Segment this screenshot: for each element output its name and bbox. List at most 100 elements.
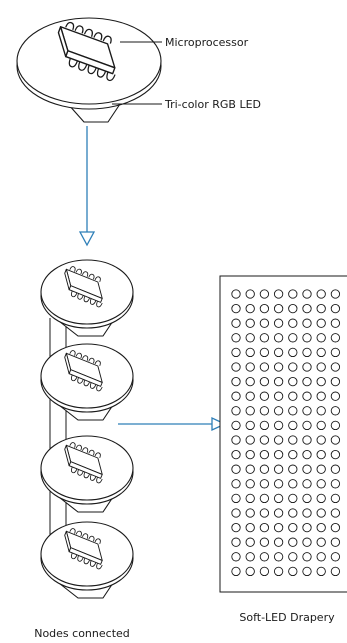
led-dot: [288, 566, 298, 577]
led-dot: [330, 289, 341, 299]
led-dot: [273, 362, 284, 372]
led-dot: [316, 289, 326, 299]
led-dot: [316, 537, 326, 547]
node-1: [40, 259, 134, 337]
led-dot: [302, 552, 312, 562]
led-dot: [273, 537, 284, 547]
nodes-label: Nodes connected: [34, 627, 130, 640]
led-dot: [330, 493, 341, 504]
led-dot: [316, 376, 326, 387]
right-arrow-head: [211, 416, 227, 432]
led-dot: [288, 333, 298, 343]
led-dot: [273, 449, 284, 460]
led-dot: [231, 537, 241, 547]
led-dot: [273, 406, 284, 416]
led-dot: [302, 406, 312, 416]
led-dot: [259, 420, 270, 431]
led-dot: [288, 376, 298, 387]
led-dot: [316, 391, 326, 401]
led-dot: [231, 376, 241, 387]
led-dot: [330, 522, 341, 533]
led-dot: [288, 537, 298, 547]
led-dot: [231, 303, 241, 314]
led-dot: [302, 537, 312, 547]
led-dot: [316, 566, 326, 577]
led-dot: [330, 508, 341, 518]
led-dot: [231, 435, 241, 445]
led-dot: [259, 347, 270, 358]
led-dot: [273, 289, 284, 299]
led-dot: [273, 420, 284, 431]
led-dot: [330, 566, 341, 577]
led-dot: [316, 318, 326, 328]
led-dot: [231, 464, 241, 474]
led-dot: [316, 464, 326, 474]
led-dot: [273, 303, 284, 314]
led-dot: [273, 435, 284, 445]
node-3: [40, 435, 134, 513]
led-dot: [302, 318, 312, 328]
led-dot: [273, 552, 284, 562]
led-dot: [316, 303, 326, 314]
led-dot: [259, 464, 270, 474]
led-dot: [273, 479, 284, 489]
led-dot: [259, 391, 270, 401]
led-dot: [259, 362, 270, 372]
led-dot: [273, 347, 284, 358]
led-dot: [245, 464, 255, 474]
led-dot: [330, 420, 341, 431]
led-dot: [330, 479, 341, 489]
led-dot: [273, 318, 284, 328]
led-dot: [302, 479, 312, 489]
led-dot: [330, 362, 341, 372]
led-dot: [330, 537, 341, 547]
led-dot: [245, 420, 255, 431]
led-dot: [302, 420, 312, 431]
led-dot: [316, 420, 326, 431]
led-dot: [245, 362, 255, 372]
led-dot: [302, 303, 312, 314]
led-dot: [259, 435, 270, 445]
node-2: [40, 343, 134, 421]
led-dot: [245, 449, 255, 460]
led-dot: [302, 566, 312, 577]
led-dot: [231, 566, 241, 577]
led-dot: [316, 449, 326, 460]
led-dot: [231, 289, 241, 299]
led-dot: [330, 318, 341, 328]
led-dot: [231, 420, 241, 431]
led-dot: [316, 406, 326, 416]
led-dot: [330, 333, 341, 343]
led-dot: [330, 552, 341, 562]
led-dot: [302, 435, 312, 445]
led-dot: [245, 479, 255, 489]
led-dot: [302, 333, 312, 343]
led-dot: [259, 376, 270, 387]
led-dot: [302, 508, 312, 518]
led-dot: [288, 435, 298, 445]
led-dot: [288, 391, 298, 401]
led-dot: [259, 552, 270, 562]
led-dot: [288, 449, 298, 460]
led-dot: [302, 493, 312, 504]
led-dot: [330, 464, 341, 474]
led-dot: [288, 522, 298, 533]
drapery-led-grid: [231, 289, 341, 577]
led-dot: [259, 493, 270, 504]
led-dot: [231, 333, 241, 343]
led-dot: [330, 449, 341, 460]
led-dot: [245, 435, 255, 445]
led-dot: [330, 435, 341, 445]
led-dot: [316, 522, 326, 533]
led-dot: [259, 522, 270, 533]
led-dot: [288, 318, 298, 328]
led-dot: [288, 464, 298, 474]
led-dot: [288, 493, 298, 504]
led-dot: [245, 376, 255, 387]
led-dot: [259, 449, 270, 460]
led-dot: [259, 333, 270, 343]
led-dot: [245, 493, 255, 504]
led-dot: [245, 318, 255, 328]
led-dot: [245, 566, 255, 577]
led-dot: [273, 333, 284, 343]
